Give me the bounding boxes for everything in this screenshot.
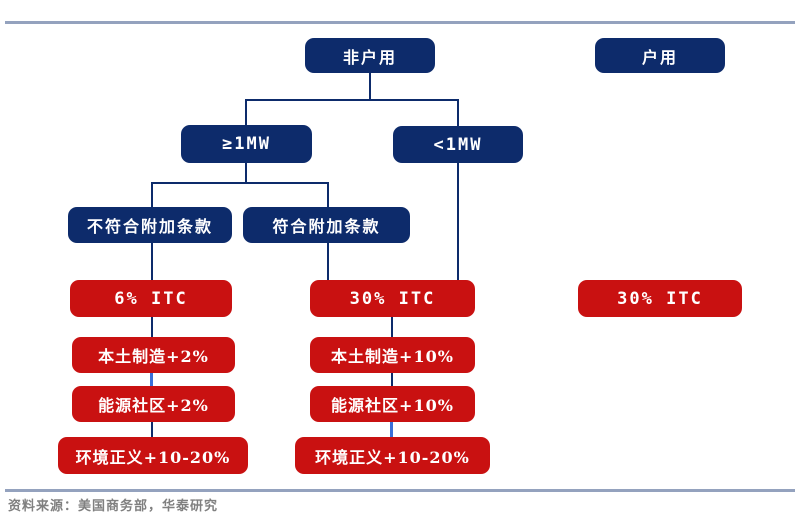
connector-line xyxy=(245,99,459,101)
connector-line xyxy=(390,422,393,437)
connector-line xyxy=(151,182,329,184)
node-itc-30-percent-mid: 30% ITC xyxy=(310,280,475,317)
connector-line xyxy=(245,99,247,125)
connector-line xyxy=(391,372,393,386)
connector-line xyxy=(151,317,153,337)
connector-line xyxy=(150,372,153,386)
connector-line xyxy=(369,73,371,100)
connector-line xyxy=(151,422,153,437)
node-residential: 户用 xyxy=(595,38,725,73)
connector-line xyxy=(457,99,459,127)
source-note: 资料来源：美国商务部，华泰研究 xyxy=(8,499,219,514)
node-energy-community-plus-2: 能源社区+2% xyxy=(72,386,235,422)
node-environmental-justice-left: 环境正义+10-20% xyxy=(58,437,248,474)
node-environmental-justice-right: 环境正义+10-20% xyxy=(295,437,490,474)
node-lt-1mw: <1MW xyxy=(393,126,523,163)
connector-line xyxy=(327,182,329,207)
node-domestic-content-plus-2: 本土制造+2% xyxy=(72,337,235,373)
connector-line xyxy=(151,182,153,207)
node-itc-30-percent-residential: 30% ITC xyxy=(578,280,742,317)
connector-line xyxy=(457,163,459,280)
node-domestic-content-plus-10: 本土制造+10% xyxy=(310,337,475,373)
bottom-divider-line xyxy=(5,489,795,492)
node-non-residential: 非户用 xyxy=(305,38,435,73)
node-qualified-clause: 符合附加条款 xyxy=(243,207,410,243)
node-itc-6-percent: 6% ITC xyxy=(70,280,232,317)
connector-line xyxy=(327,243,329,280)
top-divider-line xyxy=(5,21,795,24)
node-not-qualified-clause: 不符合附加条款 xyxy=(68,207,232,243)
node-ge-1mw: ≥1MW xyxy=(181,125,312,163)
node-energy-community-plus-10: 能源社区+10% xyxy=(310,386,475,422)
connector-line xyxy=(391,317,393,337)
connector-line xyxy=(151,243,153,280)
connector-line xyxy=(245,163,247,184)
